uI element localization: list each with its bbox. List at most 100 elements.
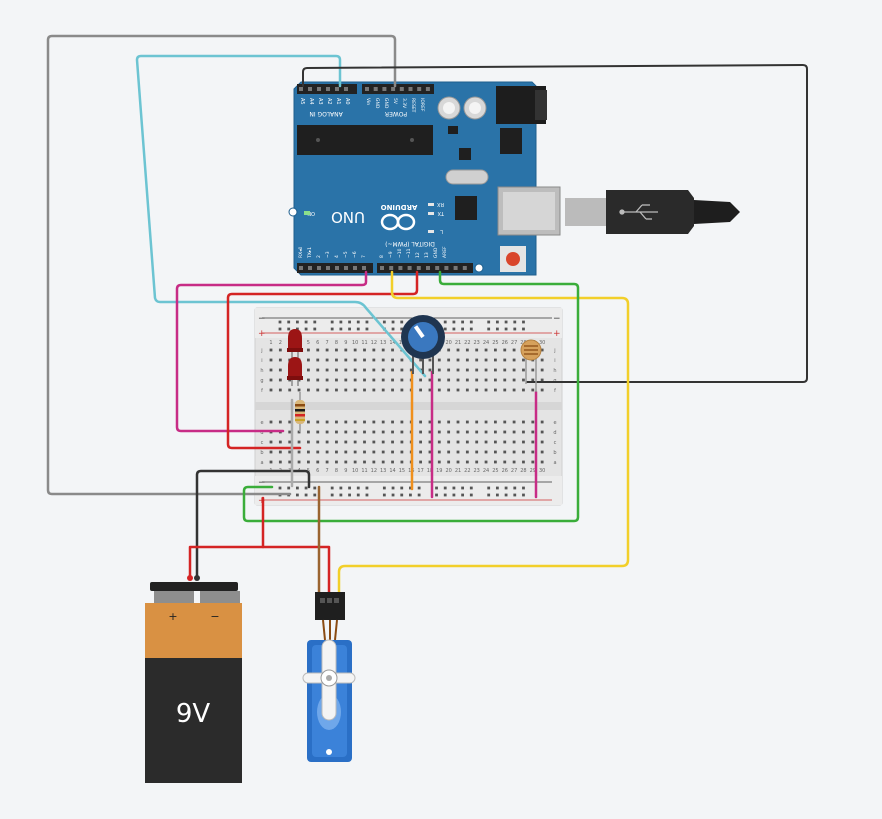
breadboard-hole[interactable]	[512, 460, 516, 464]
breadboard-hole[interactable]	[363, 348, 366, 352]
header-pin[interactable]	[380, 266, 384, 270]
breadboard-hole[interactable]	[325, 430, 329, 434]
breadboard-hole[interactable]	[456, 440, 460, 444]
header-pin[interactable]	[326, 87, 330, 91]
breadboard-hole[interactable]	[335, 450, 338, 454]
breadboard-hole[interactable]	[494, 348, 497, 352]
breadboard-hole[interactable]	[307, 440, 310, 444]
breadboard-hole[interactable]	[522, 440, 525, 444]
breadboard-hole[interactable]	[344, 450, 348, 454]
breadboard-hole[interactable]	[512, 378, 516, 382]
breadboard-hole[interactable]	[316, 450, 320, 454]
breadboard-hole[interactable]	[363, 420, 366, 424]
breadboard-hole[interactable]	[400, 327, 404, 331]
header-pin[interactable]	[389, 266, 394, 270]
breadboard-hole[interactable]	[365, 327, 369, 331]
wire-gray-a0[interactable]	[46, 34, 397, 496]
breadboard-hole[interactable]	[443, 320, 447, 324]
breadboard-hole[interactable]	[447, 440, 451, 444]
breadboard-hole[interactable]	[540, 348, 544, 352]
breadboard-hole[interactable]	[443, 327, 447, 331]
breadboard-hole[interactable]	[304, 320, 308, 324]
breadboard-hole[interactable]	[437, 358, 441, 362]
breadboard-hole[interactable]	[452, 320, 456, 324]
breadboard-hole[interactable]	[353, 450, 357, 454]
breadboard-hole[interactable]	[335, 440, 338, 444]
breadboard-hole[interactable]	[344, 358, 348, 362]
breadboard-hole[interactable]	[269, 450, 273, 454]
breadboard-hole[interactable]	[325, 450, 329, 454]
breadboard-hole[interactable]	[494, 378, 497, 382]
breadboard-hole[interactable]	[297, 430, 301, 434]
breadboard-hole[interactable]	[503, 378, 507, 382]
header-pin[interactable]	[344, 87, 348, 91]
breadboard-hole[interactable]	[484, 460, 488, 464]
breadboard-hole[interactable]	[391, 430, 394, 434]
breadboard-hole[interactable]	[437, 388, 441, 392]
breadboard-hole[interactable]	[484, 388, 488, 392]
breadboard-hole[interactable]	[484, 450, 488, 454]
breadboard-hole[interactable]	[295, 320, 299, 324]
breadboard-hole[interactable]	[344, 368, 348, 372]
breadboard-hole[interactable]	[297, 440, 301, 444]
header-pin[interactable]	[326, 266, 330, 270]
breadboard-hole[interactable]	[409, 486, 412, 490]
header-pin[interactable]	[462, 266, 467, 270]
header-pin[interactable]	[308, 87, 312, 91]
breadboard-hole[interactable]	[437, 460, 441, 464]
breadboard-hole[interactable]	[522, 388, 525, 392]
breadboard-hole[interactable]	[391, 378, 394, 382]
breadboard-hole[interactable]	[447, 348, 451, 352]
breadboard-hole[interactable]	[381, 430, 385, 434]
header-pin[interactable]	[425, 87, 430, 91]
breadboard-hole[interactable]	[316, 460, 320, 464]
header-pin[interactable]	[362, 266, 366, 270]
breadboard-hole[interactable]	[522, 358, 525, 362]
breadboard-hole[interactable]	[512, 430, 516, 434]
breadboard-hole[interactable]	[456, 430, 460, 434]
breadboard-hole[interactable]	[335, 430, 338, 434]
breadboard-hole[interactable]	[400, 388, 404, 392]
breadboard-hole[interactable]	[344, 348, 348, 352]
breadboard-hole[interactable]	[372, 450, 376, 454]
breadboard-hole[interactable]	[381, 450, 385, 454]
breadboard-hole[interactable]	[372, 378, 376, 382]
breadboard-hole[interactable]	[469, 493, 473, 497]
breadboard-hole[interactable]	[400, 450, 404, 454]
breadboard-hole[interactable]	[400, 493, 404, 497]
breadboard-hole[interactable]	[307, 450, 310, 454]
breadboard-hole[interactable]	[400, 420, 404, 424]
breadboard-hole[interactable]	[365, 320, 369, 324]
header-pin[interactable]	[335, 266, 339, 270]
breadboard-hole[interactable]	[391, 388, 394, 392]
breadboard-hole[interactable]	[503, 348, 507, 352]
breadboard-hole[interactable]	[269, 460, 273, 464]
breadboard-hole[interactable]	[307, 378, 310, 382]
breadboard-hole[interactable]	[531, 388, 535, 392]
breadboard-hole[interactable]	[437, 420, 441, 424]
breadboard-hole[interactable]	[452, 486, 456, 490]
breadboard-hole[interactable]	[278, 320, 282, 324]
breadboard-hole[interactable]	[353, 348, 357, 352]
breadboard-hole[interactable]	[465, 348, 469, 352]
breadboard-hole[interactable]	[348, 320, 351, 324]
breadboard-hole[interactable]	[437, 430, 441, 434]
breadboard-hole[interactable]	[391, 460, 394, 464]
breadboard-hole[interactable]	[540, 460, 544, 464]
breadboard-hole[interactable]	[287, 486, 291, 490]
breadboard-hole[interactable]	[512, 348, 516, 352]
led-red-1[interactable]	[287, 329, 303, 358]
breadboard-hole[interactable]	[400, 430, 404, 434]
wire-yellow-pin12[interactable]	[337, 270, 630, 596]
breadboard-hole[interactable]	[428, 420, 432, 424]
breadboard-hole[interactable]	[316, 368, 320, 372]
breadboard-hole[interactable]	[278, 327, 282, 331]
breadboard-hole[interactable]	[363, 450, 366, 454]
breadboard-hole[interactable]	[295, 493, 299, 497]
breadboard-hole[interactable]	[475, 430, 479, 434]
breadboard-hole[interactable]	[487, 486, 491, 490]
breadboard-hole[interactable]	[297, 450, 301, 454]
breadboard-hole[interactable]	[456, 388, 460, 392]
breadboard-hole[interactable]	[503, 388, 507, 392]
